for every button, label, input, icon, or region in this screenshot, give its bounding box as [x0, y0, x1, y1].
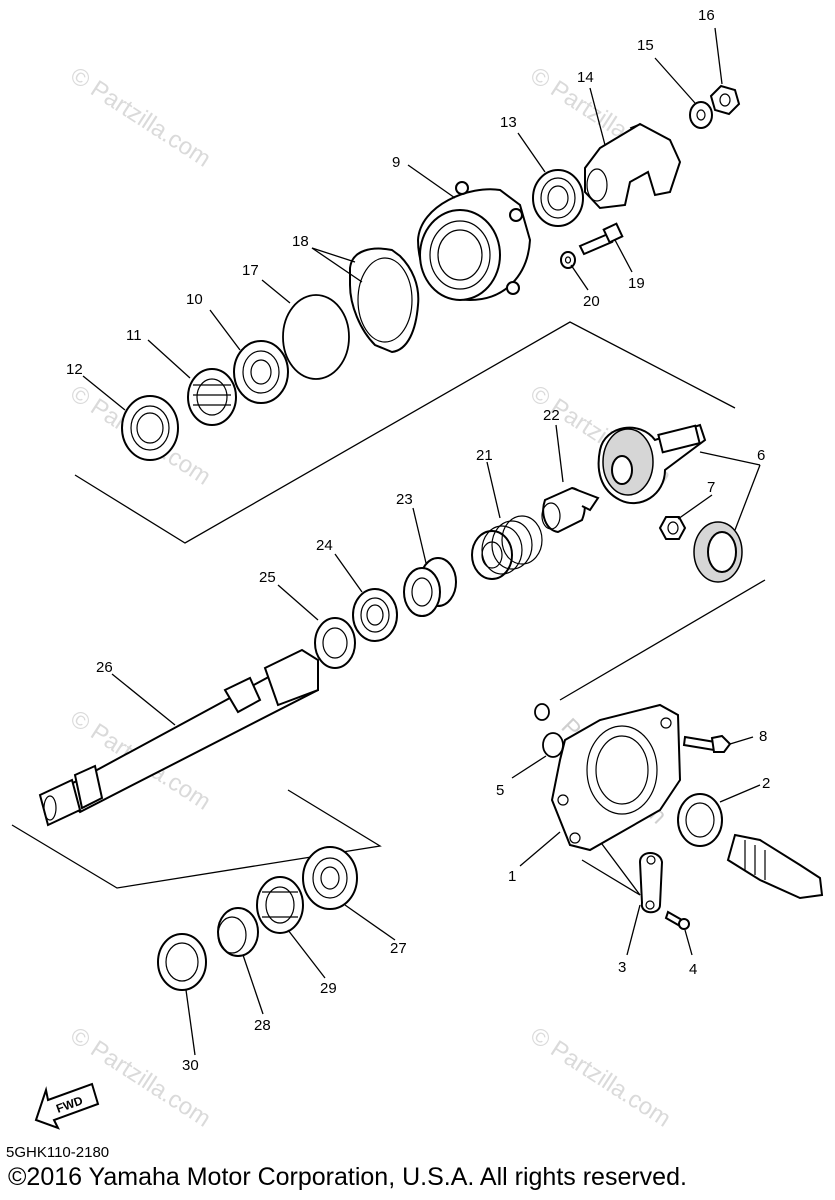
part-4-screw — [664, 910, 690, 930]
callout-15: 15 — [637, 37, 654, 54]
part-20-washer — [560, 251, 576, 269]
group-outline-bracket — [581, 827, 641, 896]
part-21-spring — [471, 515, 543, 580]
part-22-coupling — [541, 486, 600, 534]
part-pinion-shaft — [726, 833, 824, 900]
part-27-bearing — [302, 846, 358, 910]
leader-lines — [82, 27, 761, 1056]
callout-29: 29 — [320, 980, 337, 997]
callout-11: 11 — [126, 327, 142, 344]
diagram-code: 5GHK110-2180 — [6, 1144, 110, 1161]
callout-30: 30 — [182, 1057, 199, 1074]
group-outline-lower — [11, 789, 382, 889]
part-16-nut — [709, 84, 741, 116]
part-24-bearing — [352, 588, 398, 642]
callout-25: 25 — [259, 569, 276, 586]
copyright-notice: ©2016 Yamaha Motor Corporation, U.S.A. A… — [8, 1163, 687, 1191]
part-12-oil-seal — [121, 395, 179, 461]
callout-22: 22 — [543, 407, 560, 424]
callout-7: 7 — [707, 479, 715, 496]
callout-26: 26 — [96, 659, 113, 676]
group-outline-upper — [74, 321, 736, 544]
callout-2: 2 — [762, 775, 770, 792]
part-9-housing — [416, 181, 532, 302]
callout-17: 17 — [242, 262, 259, 279]
part-14-yoke — [584, 122, 682, 210]
callout-1: 1 — [508, 868, 516, 885]
part-28-collar — [217, 907, 259, 957]
callout-6: 6 — [757, 447, 765, 464]
callout-13: 13 — [500, 114, 517, 131]
part-29-ring-nut — [256, 876, 304, 934]
callout-24: 24 — [316, 537, 333, 554]
callout-21: 21 — [476, 447, 493, 464]
part-6-driven-gear — [693, 521, 743, 583]
callout-23: 23 — [396, 491, 413, 508]
callout-19: 19 — [628, 275, 645, 292]
part-19-bolt — [578, 222, 624, 256]
part-25-bearing — [314, 617, 356, 669]
callout-27: 27 — [390, 940, 407, 957]
group-outline-middle — [559, 579, 766, 701]
callout-12: 12 — [66, 361, 83, 378]
part-7-nut — [658, 516, 687, 540]
part-6-drive-pinion-gear — [597, 423, 707, 505]
part-18-shim — [349, 247, 420, 354]
part-26-middle-drive-shaft — [38, 648, 319, 827]
callout-14: 14 — [577, 69, 594, 86]
callout-20: 20 — [583, 293, 600, 310]
fwd-arrow-icon: FWD — [34, 1082, 100, 1130]
callout-18: 18 — [292, 233, 309, 250]
callout-3: 3 — [618, 959, 626, 976]
part-2-bearing — [677, 793, 723, 847]
part-1-bearing-housing — [550, 703, 682, 852]
part-10-bearing — [233, 340, 289, 404]
part-11-ring-nut — [187, 368, 237, 426]
part-15-washer — [689, 101, 713, 129]
part-5-o-ring — [534, 703, 564, 758]
callout-16: 16 — [698, 7, 715, 24]
callout-8: 8 — [759, 728, 767, 745]
part-8-bolt — [682, 734, 732, 753]
part-13-bearing — [532, 169, 584, 227]
callout-4: 4 — [689, 961, 697, 978]
part-17-o-ring — [282, 294, 350, 380]
callout-10: 10 — [186, 291, 203, 308]
callout-5: 5 — [496, 782, 504, 799]
callout-9: 9 — [392, 154, 400, 171]
part-3-plate — [638, 852, 664, 914]
callout-28: 28 — [254, 1017, 271, 1034]
part-23-collar — [403, 557, 457, 617]
part-30-oil-seal — [157, 933, 207, 991]
